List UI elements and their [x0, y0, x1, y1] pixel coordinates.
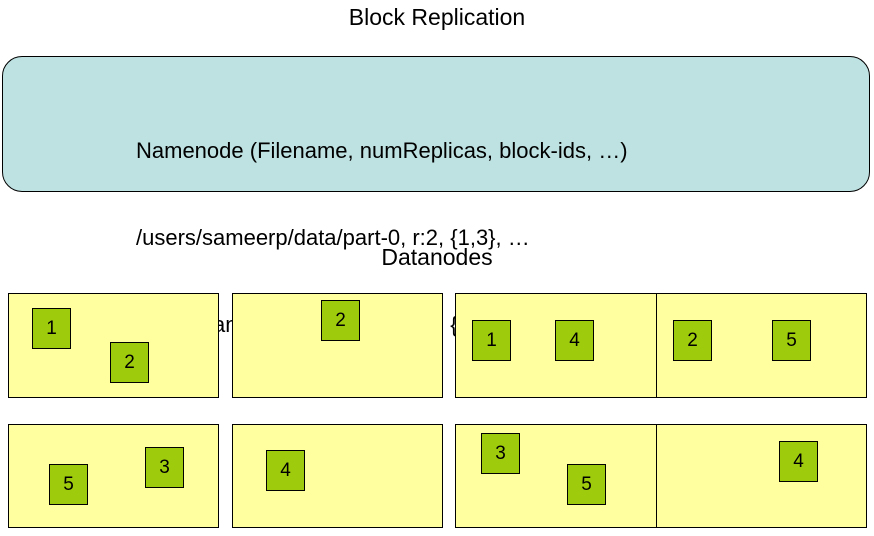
block-1[interactable]: 1: [472, 320, 511, 361]
block-4[interactable]: 4: [779, 441, 818, 482]
block-3[interactable]: 3: [481, 433, 520, 474]
block-5[interactable]: 5: [772, 320, 811, 361]
namenode-line-header: Namenode (Filename, numReplicas, block-i…: [136, 138, 628, 163]
block-1[interactable]: 1: [32, 308, 71, 349]
block-5[interactable]: 5: [49, 464, 88, 505]
block-2[interactable]: 2: [321, 300, 360, 341]
block-3[interactable]: 3: [145, 447, 184, 488]
page-title: Block Replication: [348, 4, 526, 30]
datanodes-section-label: Datanodes: [381, 244, 493, 270]
block-2[interactable]: 2: [110, 342, 149, 383]
block-4[interactable]: 4: [266, 450, 305, 491]
datanode-6[interactable]: [232, 424, 443, 528]
block-2[interactable]: 2: [673, 320, 712, 361]
namenode-line-part-0: /users/sameerp/data/part-0, r:2, {1,3}, …: [136, 225, 530, 250]
namenode-box: [2, 56, 870, 192]
datanode-8[interactable]: [656, 424, 867, 528]
block-4[interactable]: 4: [555, 320, 594, 361]
block-5[interactable]: 5: [567, 464, 606, 505]
datanode-5[interactable]: [8, 424, 219, 528]
